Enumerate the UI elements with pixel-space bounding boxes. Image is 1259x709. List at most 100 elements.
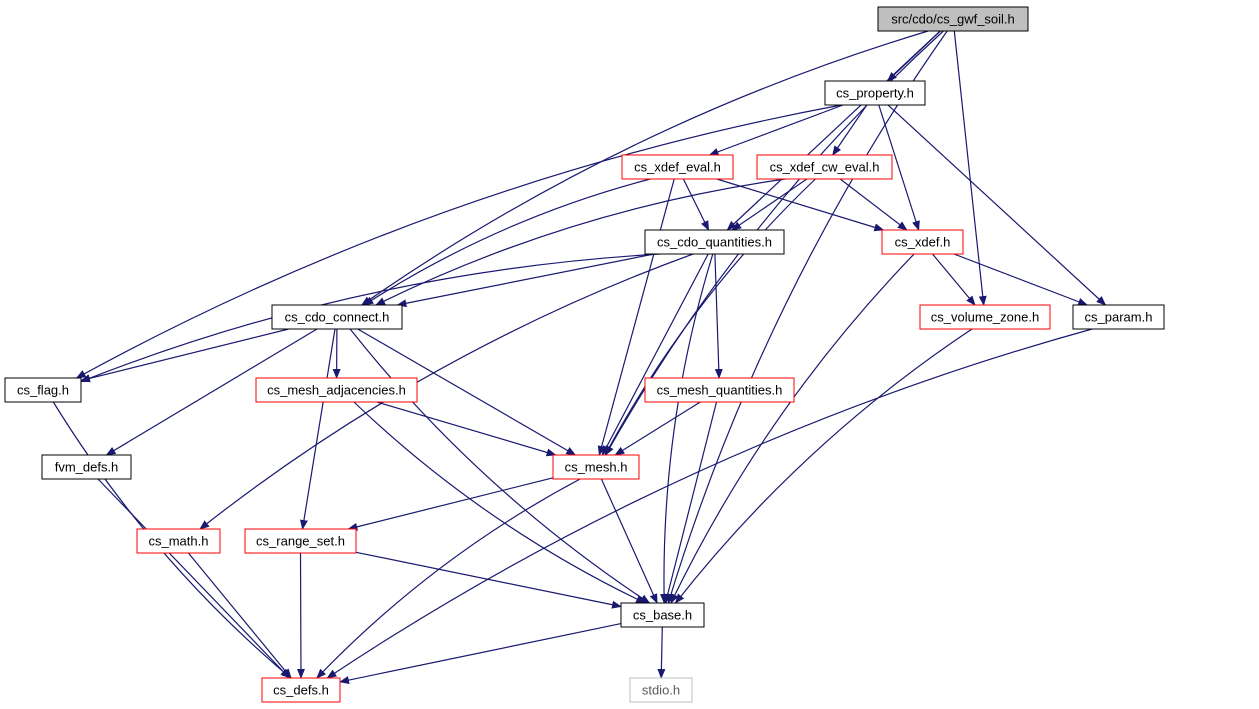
edge-cs_xdef_cw_eval-to-cs_xdef	[839, 178, 908, 231]
edge-cs_cdo_quantities-to-cs_mesh_quantities	[714, 253, 723, 379]
edge-cs_cdo_quantities-to-cs_flag	[80, 253, 661, 383]
node-label-cs-mesh-adjacencies: cs_mesh_adjacencies.h	[267, 383, 406, 398]
node-box-cs-mesh	[552, 454, 640, 480]
edge-cs_property-to-cs_xdef	[878, 104, 920, 231]
node-box-cs-xdef-cw-eval	[756, 154, 893, 180]
edge-cs_mesh_adjacencies-to-cs_mesh	[376, 401, 557, 457]
edge-cs_xdef_eval-to-cs_cdo_connect	[363, 178, 651, 306]
edge-layer	[52, 30, 1107, 684]
edge-cs_cdo_quantities-to-cs_cdo_connect	[396, 253, 655, 308]
node-cs-param[interactable]: cs_param.h	[1072, 304, 1165, 330]
node-cs-mesh-adjacencies[interactable]: cs_mesh_adjacencies.h	[255, 377, 418, 403]
edge-cs_xdef-to-cs_base	[670, 253, 915, 604]
node-label-cs-flag: cs_flag.h	[17, 383, 69, 398]
node-label-cs-volume-zone: cs_volume_zone.h	[931, 310, 1039, 325]
node-fvm-defs[interactable]: fvm_defs.h	[41, 454, 132, 480]
edge-cs_property-to-cs_flag	[75, 104, 842, 379]
node-label-cs-defs: cs_defs.h	[273, 683, 329, 698]
node-box-fvm-defs	[41, 454, 132, 480]
node-cs-xdef[interactable]: cs_xdef.h	[881, 229, 964, 255]
edge-cs_cdo_quantities-to-cs_base	[660, 253, 714, 604]
node-box-cs-xdef	[881, 229, 964, 255]
node-label-cs-gwf-soil: src/cdo/cs_gwf_soil.h	[891, 12, 1015, 27]
edge-cs_cdo_quantities-to-cs_math	[199, 253, 694, 530]
node-cs-flag[interactable]: cs_flag.h	[4, 377, 82, 403]
edge-cs_xdef_cw_eval-to-cs_mesh	[604, 178, 816, 456]
edge-cs_cdo_connect-to-cs_mesh	[357, 328, 577, 456]
node-box-cs-cdo-connect	[271, 304, 403, 330]
node-label-cs-xdef: cs_xdef.h	[895, 235, 951, 250]
node-box-cs-base	[620, 602, 705, 628]
edge-cs_range_set-to-cs_defs	[296, 552, 305, 679]
edge-cs_base-to-stdio	[657, 626, 666, 679]
edge-cs_property-to-cs_xdef_cw_eval	[832, 104, 868, 156]
node-label-cs-cdo-quantities: cs_cdo_quantities.h	[657, 235, 772, 250]
edge-cs_mesh_adjacencies-to-cs_base	[353, 401, 647, 604]
edge-cs_xdef-to-cs_volume_zone	[932, 253, 976, 306]
edge-cs_mesh_quantities-to-cs_base	[663, 401, 718, 604]
edge-cs_property-to-cs_xdef_eval	[708, 104, 844, 156]
node-label-cs-xdef-eval: cs_xdef_eval.h	[634, 160, 721, 175]
edge-cs_cdo_quantities-to-cs_mesh	[601, 253, 709, 456]
node-cs-math[interactable]: cs_math.h	[136, 528, 221, 554]
edge-cs_xdef_eval-to-cs_cdo_quantities	[682, 178, 710, 231]
node-cs-mesh[interactable]: cs_mesh.h	[552, 454, 640, 480]
node-label-cs-mesh: cs_mesh.h	[565, 460, 628, 475]
node-cs-volume-zone[interactable]: cs_volume_zone.h	[919, 304, 1051, 330]
node-cs-gwf-soil[interactable]: src/cdo/cs_gwf_soil.h	[877, 6, 1029, 32]
node-cs-property[interactable]: cs_property.h	[824, 80, 926, 106]
node-label-cs-property: cs_property.h	[836, 86, 914, 101]
node-label-cs-range-set: cs_range_set.h	[256, 534, 345, 549]
node-box-cs-cdo-quantities	[644, 229, 785, 255]
node-label-cs-param: cs_param.h	[1085, 310, 1153, 325]
node-cs-base[interactable]: cs_base.h	[620, 602, 705, 628]
edge-cs_xdef_eval-to-cs_xdef	[716, 178, 885, 232]
edge-cs_gwf_soil-to-cs_base	[667, 30, 948, 604]
node-box-cs-defs	[261, 677, 341, 703]
node-box-cs-property	[824, 80, 926, 106]
node-box-stdio	[629, 677, 693, 703]
node-label-fvm-defs: fvm_defs.h	[55, 460, 119, 475]
edge-cs_cdo_connect-to-fvm_defs	[105, 328, 318, 456]
node-cs-cdo-connect[interactable]: cs_cdo_connect.h	[271, 304, 403, 330]
node-box-cs-param	[1072, 304, 1165, 330]
edge-cs_mesh-to-cs_defs	[316, 478, 581, 679]
node-label-stdio: stdio.h	[642, 683, 680, 698]
edge-cs_gwf_soil-to-cs_volume_zone	[953, 30, 987, 306]
edge-cs_param-to-cs_defs	[326, 328, 1093, 679]
edge-cs_xdef_cw_eval-to-cs_cdo_quantities	[731, 178, 808, 231]
edge-cs_cdo_connect-to-cs_flag	[80, 328, 289, 383]
node-label-cs-base: cs_base.h	[633, 608, 692, 623]
edge-cs_mesh_quantities-to-cs_mesh	[614, 401, 701, 456]
node-label-cs-cdo-connect: cs_cdo_connect.h	[285, 310, 390, 325]
node-box-cs-math	[136, 528, 221, 554]
node-cs-xdef-cw-eval[interactable]: cs_xdef_cw_eval.h	[756, 154, 893, 180]
edge-fvm_defs-to-cs_defs	[97, 478, 291, 679]
edge-cs_gwf_soil-to-cs_cdo_quantities	[726, 30, 941, 231]
node-label-cs-math: cs_math.h	[149, 534, 209, 549]
edge-cs_mesh-to-cs_base	[600, 478, 658, 604]
node-cs-mesh-quantities[interactable]: cs_mesh_quantities.h	[644, 377, 795, 403]
node-cs-range-set[interactable]: cs_range_set.h	[244, 528, 357, 554]
node-box-cs-mesh-quantities	[644, 377, 795, 403]
node-box-cs-xdef-eval	[621, 154, 734, 180]
edge-cs_base-to-cs_defs	[339, 623, 622, 684]
edge-cs_xdef_cw_eval-to-cs_cdo_connect	[375, 178, 786, 306]
edge-cs_volume_zone-to-cs_base	[674, 328, 973, 604]
node-cs-cdo-quantities[interactable]: cs_cdo_quantities.h	[644, 229, 785, 255]
node-cs-defs[interactable]: cs_defs.h	[261, 677, 341, 703]
edge-cs_property-to-cs_param	[887, 104, 1107, 306]
node-layer: src/cdo/cs_gwf_soil.h cs_property.h cs_xde…	[4, 6, 1165, 703]
edge-cs_gwf_soil-to-cs_cdo_connect	[360, 30, 929, 306]
node-stdio[interactable]: stdio.h	[629, 677, 693, 703]
edge-cs_xdef_eval-to-cs_mesh	[597, 178, 675, 456]
node-box-cs-volume-zone	[919, 304, 1051, 330]
node-box-cs-flag	[4, 377, 82, 403]
node-cs-xdef-eval[interactable]: cs_xdef_eval.h	[621, 154, 734, 180]
edge-cs_cdo_connect-to-cs_base	[349, 328, 651, 604]
node-box-cs-range-set	[244, 528, 357, 554]
node-label-cs-xdef-cw-eval: cs_xdef_cw_eval.h	[770, 160, 880, 175]
edge-cs_mesh-to-cs_range_set	[347, 477, 554, 531]
node-box-cs-gwf-soil	[877, 6, 1029, 32]
